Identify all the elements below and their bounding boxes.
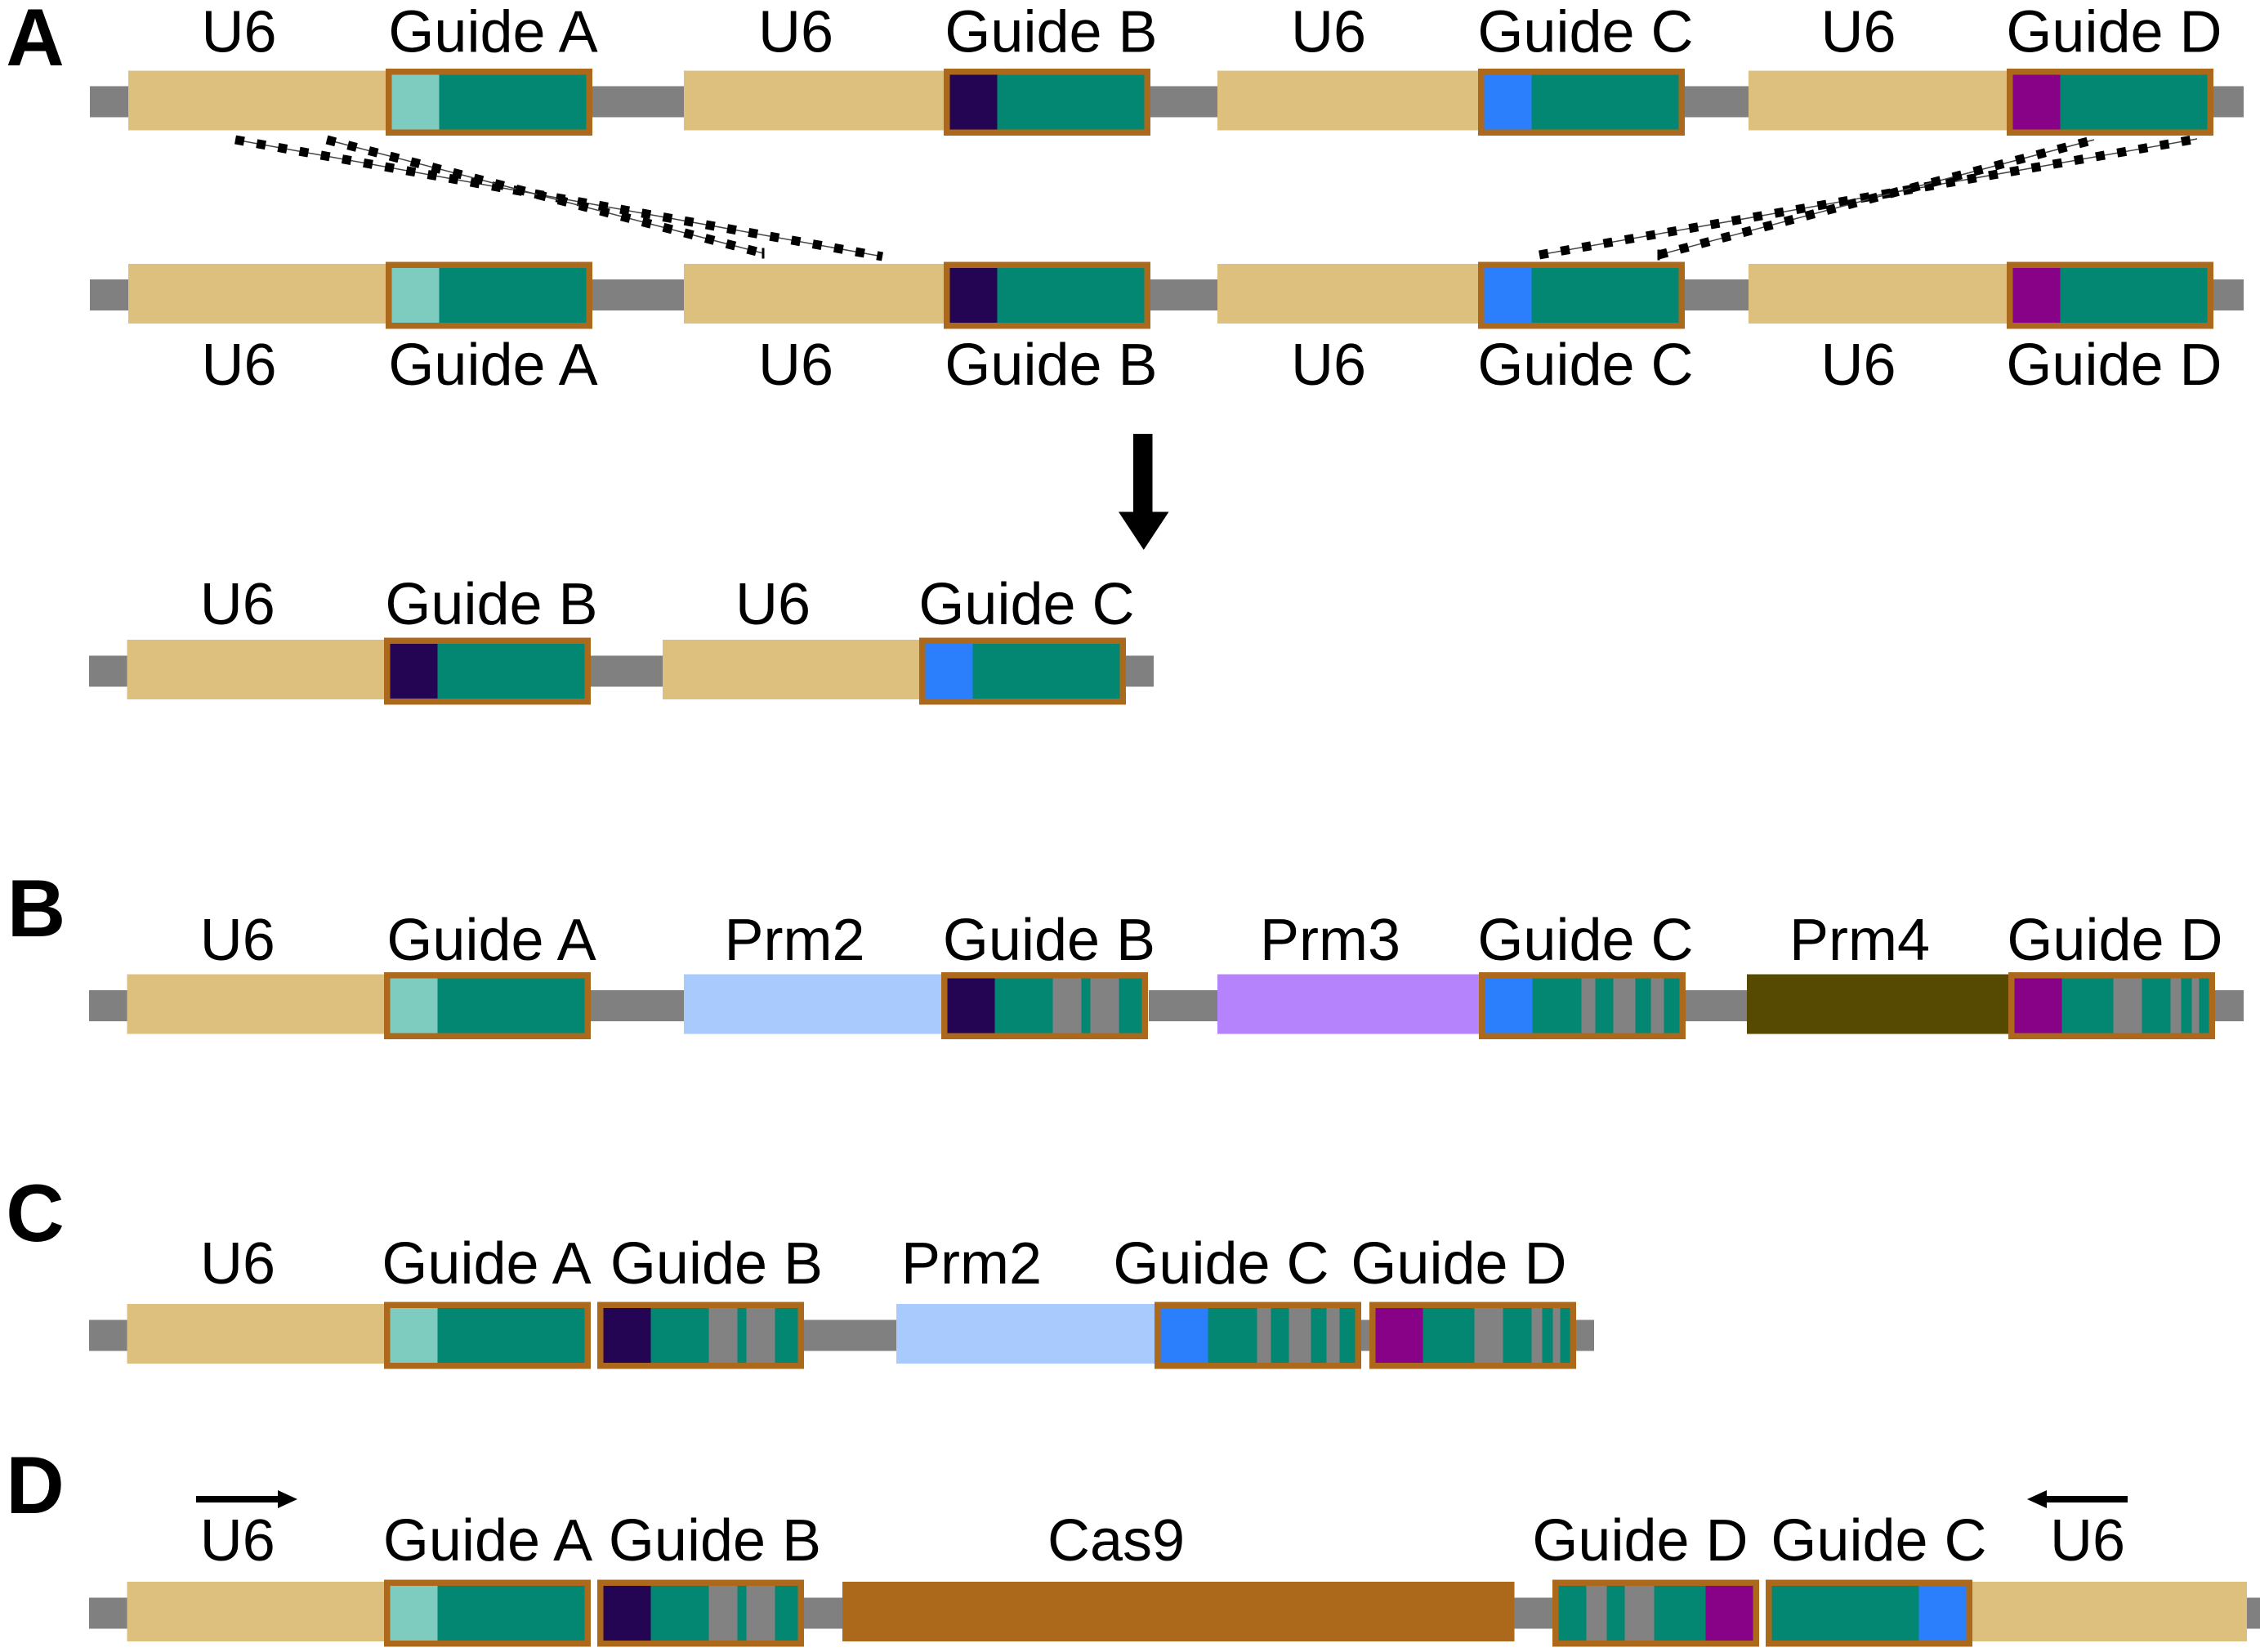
svg-text:Guide B: Guide B — [945, 0, 1157, 65]
svg-text:U6: U6 — [201, 333, 276, 398]
svg-text:Cas9: Cas9 — [1047, 1508, 1185, 1574]
svg-text:Prm3: Prm3 — [1260, 908, 1400, 973]
svg-text:Prm4: Prm4 — [1789, 908, 1930, 973]
svg-text:Guide C: Guide C — [1477, 333, 1693, 398]
svg-text:U6: U6 — [2050, 1508, 2125, 1574]
svg-text:Guide A: Guide A — [382, 1231, 591, 1297]
svg-text:Guide D: Guide D — [2006, 0, 2222, 65]
svg-text:Guide D: Guide D — [2007, 908, 2222, 973]
svg-text:B: B — [7, 863, 66, 953]
svg-text:Prm2: Prm2 — [724, 908, 864, 973]
svg-text:U6: U6 — [200, 908, 275, 973]
svg-text:A: A — [6, 0, 65, 83]
svg-text:C: C — [6, 1168, 65, 1258]
svg-text:U6: U6 — [200, 1231, 275, 1297]
svg-text:Guide C: Guide C — [1477, 0, 1693, 65]
svg-text:Guide B: Guide B — [943, 908, 1155, 973]
svg-text:Guide D: Guide D — [1351, 1231, 1566, 1297]
svg-text:U6: U6 — [1291, 333, 1366, 398]
svg-text:U6: U6 — [1820, 333, 1896, 398]
svg-text:Guide D: Guide D — [2006, 333, 2222, 398]
svg-text:U6: U6 — [1291, 0, 1366, 65]
svg-text:U6: U6 — [1820, 0, 1896, 65]
svg-text:Guide A: Guide A — [388, 333, 597, 398]
svg-text:D: D — [6, 1440, 65, 1530]
svg-text:Prm2: Prm2 — [901, 1231, 1042, 1297]
svg-text:Guide B: Guide B — [945, 333, 1157, 398]
svg-text:U6: U6 — [200, 572, 275, 637]
svg-text:U6: U6 — [735, 572, 811, 637]
svg-text:Guide D: Guide D — [1532, 1508, 1748, 1574]
svg-text:U6: U6 — [758, 0, 833, 65]
svg-text:U6: U6 — [758, 333, 833, 398]
svg-text:U6: U6 — [201, 0, 276, 65]
svg-text:Guide C: Guide C — [918, 572, 1134, 637]
svg-text:Guide B: Guide B — [610, 1231, 823, 1297]
svg-text:Guide A: Guide A — [388, 0, 597, 65]
svg-text:Guide B: Guide B — [385, 572, 597, 637]
svg-text:Guide C: Guide C — [1477, 908, 1693, 973]
svg-text:Guide C: Guide C — [1771, 1508, 1986, 1574]
svg-text:Guide A: Guide A — [386, 908, 596, 973]
svg-text:Guide C: Guide C — [1113, 1231, 1329, 1297]
svg-text:Guide B: Guide B — [609, 1508, 821, 1574]
svg-text:Guide A: Guide A — [383, 1508, 592, 1574]
svg-text:U6: U6 — [200, 1508, 275, 1574]
